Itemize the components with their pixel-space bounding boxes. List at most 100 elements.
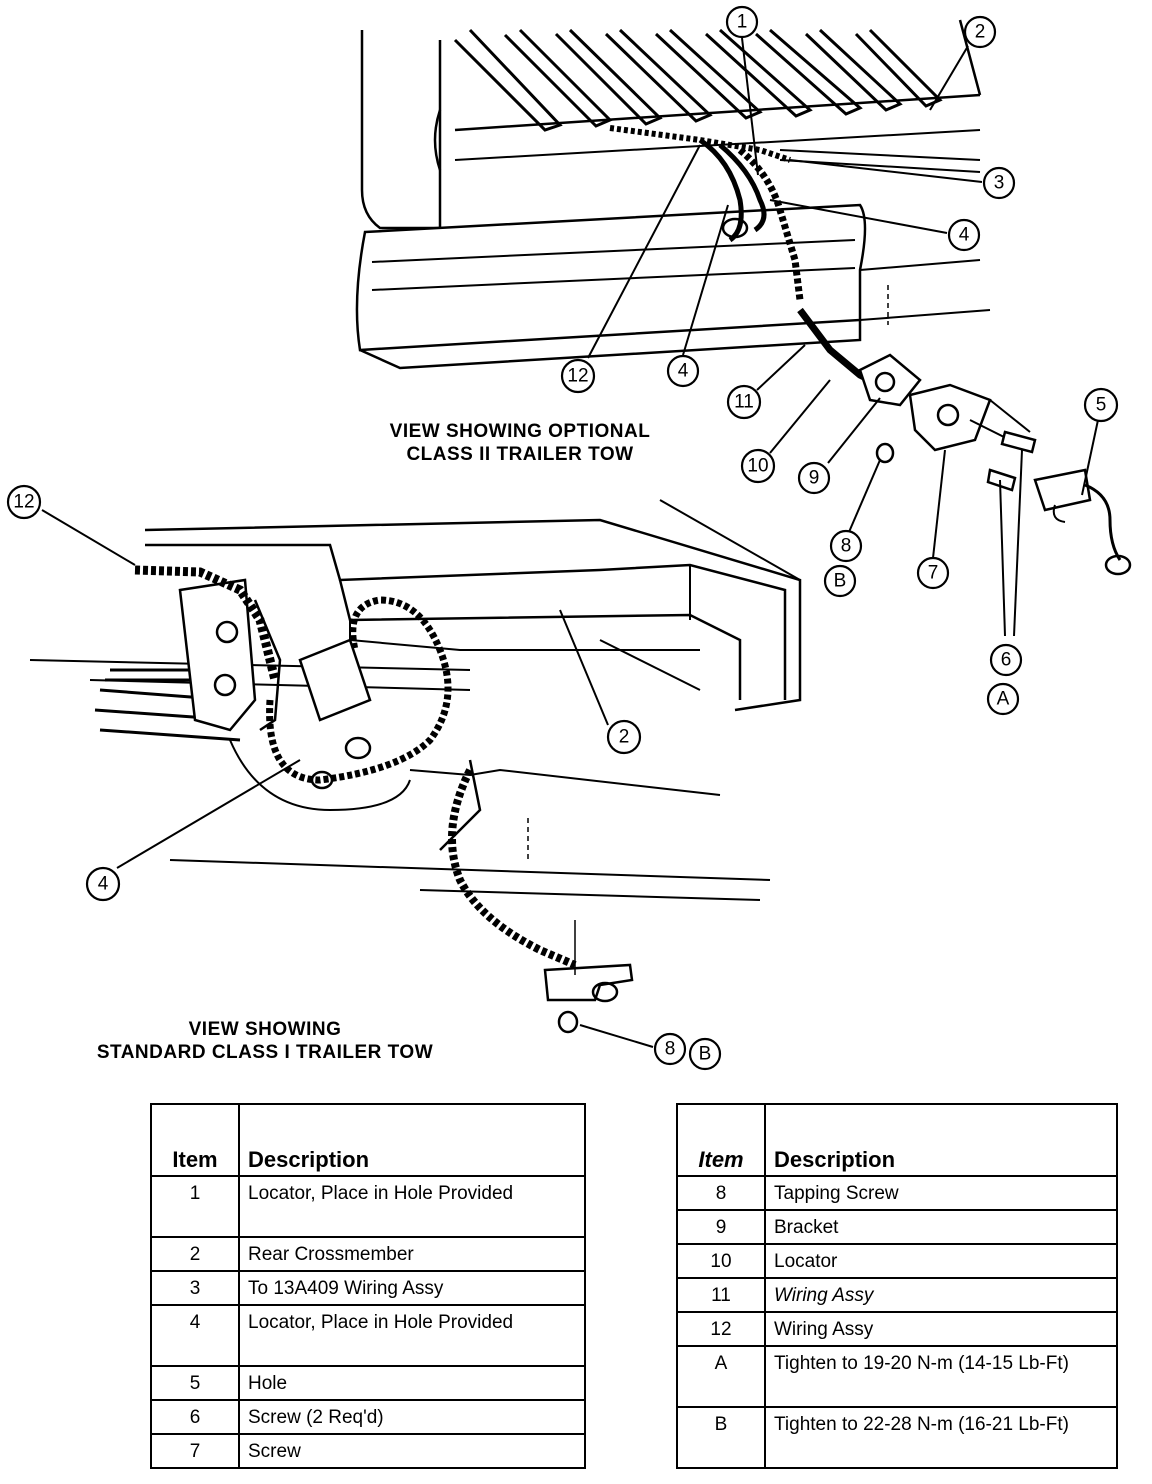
item-cell: 3: [150, 1270, 240, 1306]
svg-text:11: 11: [734, 392, 754, 413]
callout-11: 11: [726, 384, 762, 420]
callout-12-top: 12: [560, 358, 596, 394]
callout-3: 3: [982, 166, 1016, 200]
callout-5: 5: [1083, 387, 1119, 423]
svg-text:A: A: [997, 689, 1010, 710]
callout-9: 9: [797, 461, 831, 495]
callout-6: 6: [989, 643, 1023, 677]
item-cell: 10: [676, 1243, 766, 1279]
svg-text:8: 8: [841, 536, 852, 557]
caption-line: STANDARD CLASS I TRAILER TOW: [96, 1042, 434, 1063]
description-cell: Locator, Place in Hole Provided: [238, 1304, 586, 1367]
callout-1: 1: [725, 5, 759, 39]
description-cell: Tighten to 19-20 N-m (14-15 Lb-Ft): [764, 1345, 1118, 1408]
svg-text:1: 1: [737, 12, 748, 33]
standard-class-i-caption: VIEW SHOWING STANDARD CLASS I TRAILER TO…: [40, 1018, 490, 1064]
callout-12-bottom: 12: [6, 484, 42, 520]
svg-text:8: 8: [665, 1039, 676, 1060]
leader-lines: [41, 37, 1099, 1048]
callout-4-bottom: 4: [85, 866, 121, 902]
caption-line: VIEW SHOWING: [188, 1019, 342, 1040]
table-header-row: Item Description: [676, 1103, 1118, 1177]
item-cell: A: [676, 1345, 766, 1408]
description-cell: Rear Crossmember: [238, 1236, 586, 1272]
item-cell: 11: [676, 1277, 766, 1313]
trailer-tow-wiring-illustration: 1 2 3 4 4 12 11 10 9 8 B 7 6 A 5 12 2 4 …: [6, 5, 1132, 1071]
caption-line: VIEW SHOWING OPTIONAL: [389, 421, 651, 442]
description-column-header: Description: [238, 1103, 586, 1177]
svg-text:12: 12: [567, 366, 588, 387]
description-cell: Locator: [764, 1243, 1118, 1279]
svg-text:4: 4: [678, 361, 689, 382]
description-cell: Hole: [238, 1365, 586, 1401]
item-cell: 2: [150, 1236, 240, 1272]
svg-text:B: B: [699, 1044, 712, 1065]
callout-10: 10: [740, 448, 776, 484]
optional-class-ii-caption: VIEW SHOWING OPTIONAL CLASS II TRAILER T…: [330, 420, 710, 466]
description-cell: Locator, Place in Hole Provided: [238, 1175, 586, 1238]
callout-2-bottom: 2: [606, 719, 642, 755]
description-cell: Wiring Assy: [764, 1277, 1118, 1313]
svg-text:5: 5: [1096, 395, 1107, 416]
item-cell: 4: [150, 1304, 240, 1367]
callout-A: A: [986, 682, 1020, 716]
description-cell: Screw (2 Req'd): [238, 1399, 586, 1435]
svg-text:2: 2: [975, 22, 986, 43]
callout-B-top: B: [823, 564, 857, 598]
item-cell: 9: [676, 1209, 766, 1245]
description-column-header: Description: [764, 1103, 1118, 1177]
svg-text:9: 9: [809, 468, 820, 489]
svg-text:2: 2: [619, 727, 630, 748]
item-cell: 8: [676, 1175, 766, 1211]
svg-text:7: 7: [928, 563, 939, 584]
callout-4-top-center: 4: [666, 354, 700, 388]
item-cell: B: [676, 1406, 766, 1469]
description-cell: Bracket: [764, 1209, 1118, 1245]
item-cell: 6: [150, 1399, 240, 1435]
svg-text:B: B: [834, 571, 847, 592]
callout-7: 7: [916, 556, 950, 590]
caption-line: CLASS II TRAILER TOW: [406, 444, 634, 465]
description-cell: Tighten to 22-28 N-m (16-21 Lb-Ft): [764, 1406, 1118, 1469]
callout-2-top: 2: [963, 15, 997, 49]
item-cell: 5: [150, 1365, 240, 1401]
description-cell: To 13A409 Wiring Assy: [238, 1270, 586, 1306]
item-column-header: Item: [676, 1103, 766, 1177]
callout-4-top-right: 4: [947, 218, 981, 252]
optional-view-drawing: [355, 19, 1132, 576]
callout-8-bottom: 8: [653, 1032, 687, 1066]
description-cell: Tapping Screw: [764, 1175, 1118, 1211]
description-cell: Wiring Assy: [764, 1311, 1118, 1347]
svg-text:4: 4: [98, 874, 109, 895]
item-column-header: Item: [150, 1103, 240, 1177]
svg-text:10: 10: [747, 456, 768, 477]
svg-text:6: 6: [1001, 650, 1012, 671]
svg-text:3: 3: [994, 173, 1005, 194]
callout-8-top: 8: [829, 529, 863, 563]
description-cell: Screw: [238, 1433, 586, 1469]
item-cell: 12: [676, 1311, 766, 1347]
item-cell: 7: [150, 1433, 240, 1469]
item-cell: 1: [150, 1175, 240, 1238]
svg-text:12: 12: [13, 492, 34, 513]
svg-text:4: 4: [959, 225, 970, 246]
callout-B-bottom: B: [688, 1037, 722, 1071]
standard-view-drawing: [29, 499, 802, 1034]
table-header-row: Item Description: [150, 1103, 586, 1177]
